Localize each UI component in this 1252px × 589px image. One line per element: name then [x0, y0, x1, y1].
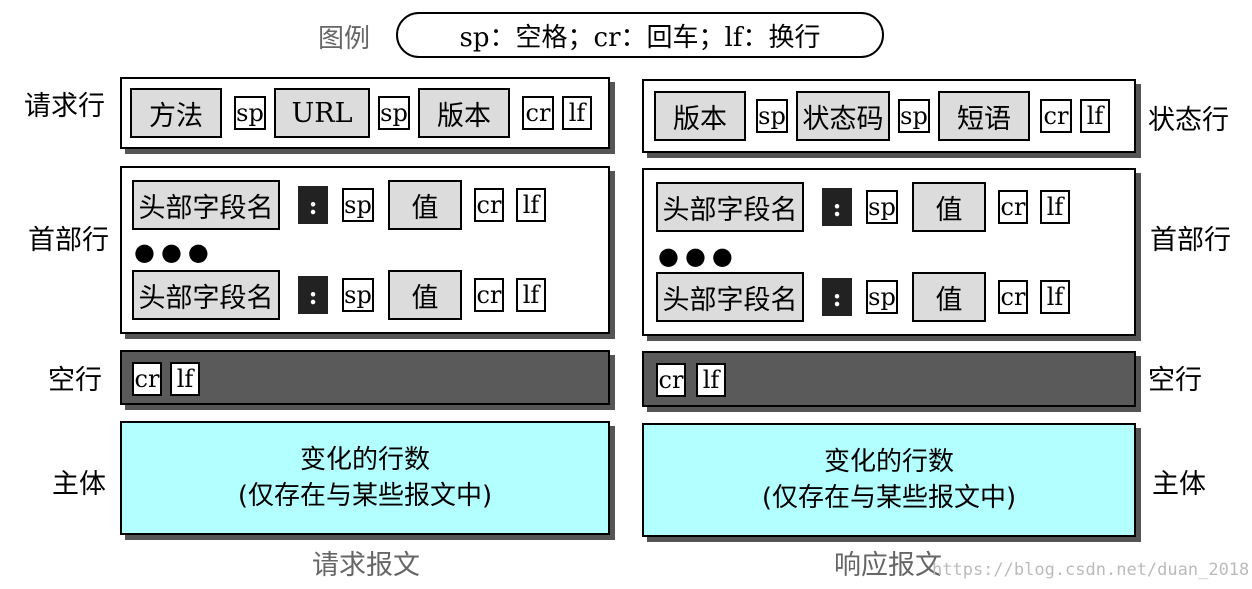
cr-token: cr [998, 280, 1028, 314]
label-header-lines-left: 首部行 [28, 225, 109, 256]
version-field: 版本 [654, 91, 746, 141]
label-blank-line-right: 空行 [1148, 365, 1202, 396]
lf-token: lf [516, 188, 546, 222]
sp-token: sp [234, 96, 266, 130]
header-value-field: 值 [388, 270, 462, 320]
response-blank-line-panel: cr lf [642, 351, 1136, 407]
sp-token: sp [342, 188, 374, 222]
body-line-1: 变化的行数 [823, 447, 954, 477]
ellipsis: ●●● [134, 238, 215, 266]
request-blank-line-panel: cr lf [120, 350, 610, 405]
response-body-panel: 变化的行数 (仅存在与某些报文中) [642, 423, 1136, 537]
ellipsis: ●●● [658, 242, 739, 270]
legend-label: 图例 [318, 24, 371, 54]
cr-token: cr [522, 96, 554, 130]
version-field: 版本 [418, 88, 510, 138]
request-line-panel: 方法 sp URL sp 版本 cr lf [120, 77, 610, 149]
watermark: https://blog.csdn.net/duan_2018 [932, 560, 1250, 580]
cr-token: cr [474, 278, 504, 312]
header-value-field: 值 [388, 180, 462, 230]
cr-token: cr [998, 190, 1028, 224]
header-name-field: 头部字段名 [656, 182, 804, 232]
header-name-field: 头部字段名 [132, 270, 280, 320]
legend-text: sp：空格；cr：回车；lf：换行 [459, 22, 821, 53]
header-name-field: 头部字段名 [132, 180, 280, 230]
lf-token: lf [1040, 190, 1070, 224]
body-line-2: (仅存在与某些报文中) [761, 483, 1017, 513]
label-status-line: 状态行 [1148, 105, 1229, 136]
sp-token: sp [898, 99, 930, 133]
method-field: 方法 [130, 88, 222, 138]
label-body-right: 主体 [1152, 469, 1206, 500]
sp-token: sp [756, 99, 788, 133]
cr-token: cr [1040, 99, 1072, 133]
caption-response: 响应报文 [834, 550, 942, 581]
lf-token: lf [170, 362, 200, 396]
request-body-panel: 变化的行数 (仅存在与某些报文中) [120, 421, 610, 535]
body-line-1: 变化的行数 [299, 445, 430, 475]
label-body-left: 主体 [52, 469, 106, 500]
header-value-field: 值 [912, 272, 986, 322]
label-blank-line-left: 空行 [48, 365, 102, 396]
url-field: URL [274, 88, 370, 138]
sp-token: sp [866, 190, 898, 224]
lf-token: lf [1080, 99, 1110, 133]
sp-token: sp [866, 280, 898, 314]
colon-token: : [822, 278, 852, 316]
phrase-field: 短语 [938, 91, 1030, 141]
status-line-panel: 版本 sp 状态码 sp 短语 cr lf [642, 79, 1136, 153]
label-header-lines-right: 首部行 [1150, 225, 1231, 256]
lf-token: lf [1040, 280, 1070, 314]
status-code-field: 状态码 [796, 91, 890, 141]
sp-token: sp [378, 96, 410, 130]
colon-token: : [298, 276, 328, 314]
caption-request: 请求报文 [312, 550, 420, 581]
response-header-panel: 头部字段名 : sp 值 cr lf ●●● 头部字段名 : sp 值 cr l… [642, 168, 1136, 336]
body-line-2: (仅存在与某些报文中) [237, 481, 493, 511]
lf-token: lf [516, 278, 546, 312]
header-name-field: 头部字段名 [656, 272, 804, 322]
lf-token: lf [562, 96, 592, 130]
label-request-line: 请求行 [24, 91, 105, 122]
colon-token: : [298, 186, 328, 224]
request-header-panel: 头部字段名 : sp 值 cr lf ●●● 头部字段名 : sp 值 cr l… [120, 166, 610, 334]
legend-box: sp：空格；cr：回车；lf：换行 [396, 12, 884, 58]
header-value-field: 值 [912, 182, 986, 232]
lf-token: lf [696, 363, 726, 397]
cr-token: cr [132, 362, 162, 396]
sp-token: sp [342, 278, 374, 312]
cr-token: cr [474, 188, 504, 222]
cr-token: cr [656, 363, 686, 397]
colon-token: : [822, 188, 852, 226]
